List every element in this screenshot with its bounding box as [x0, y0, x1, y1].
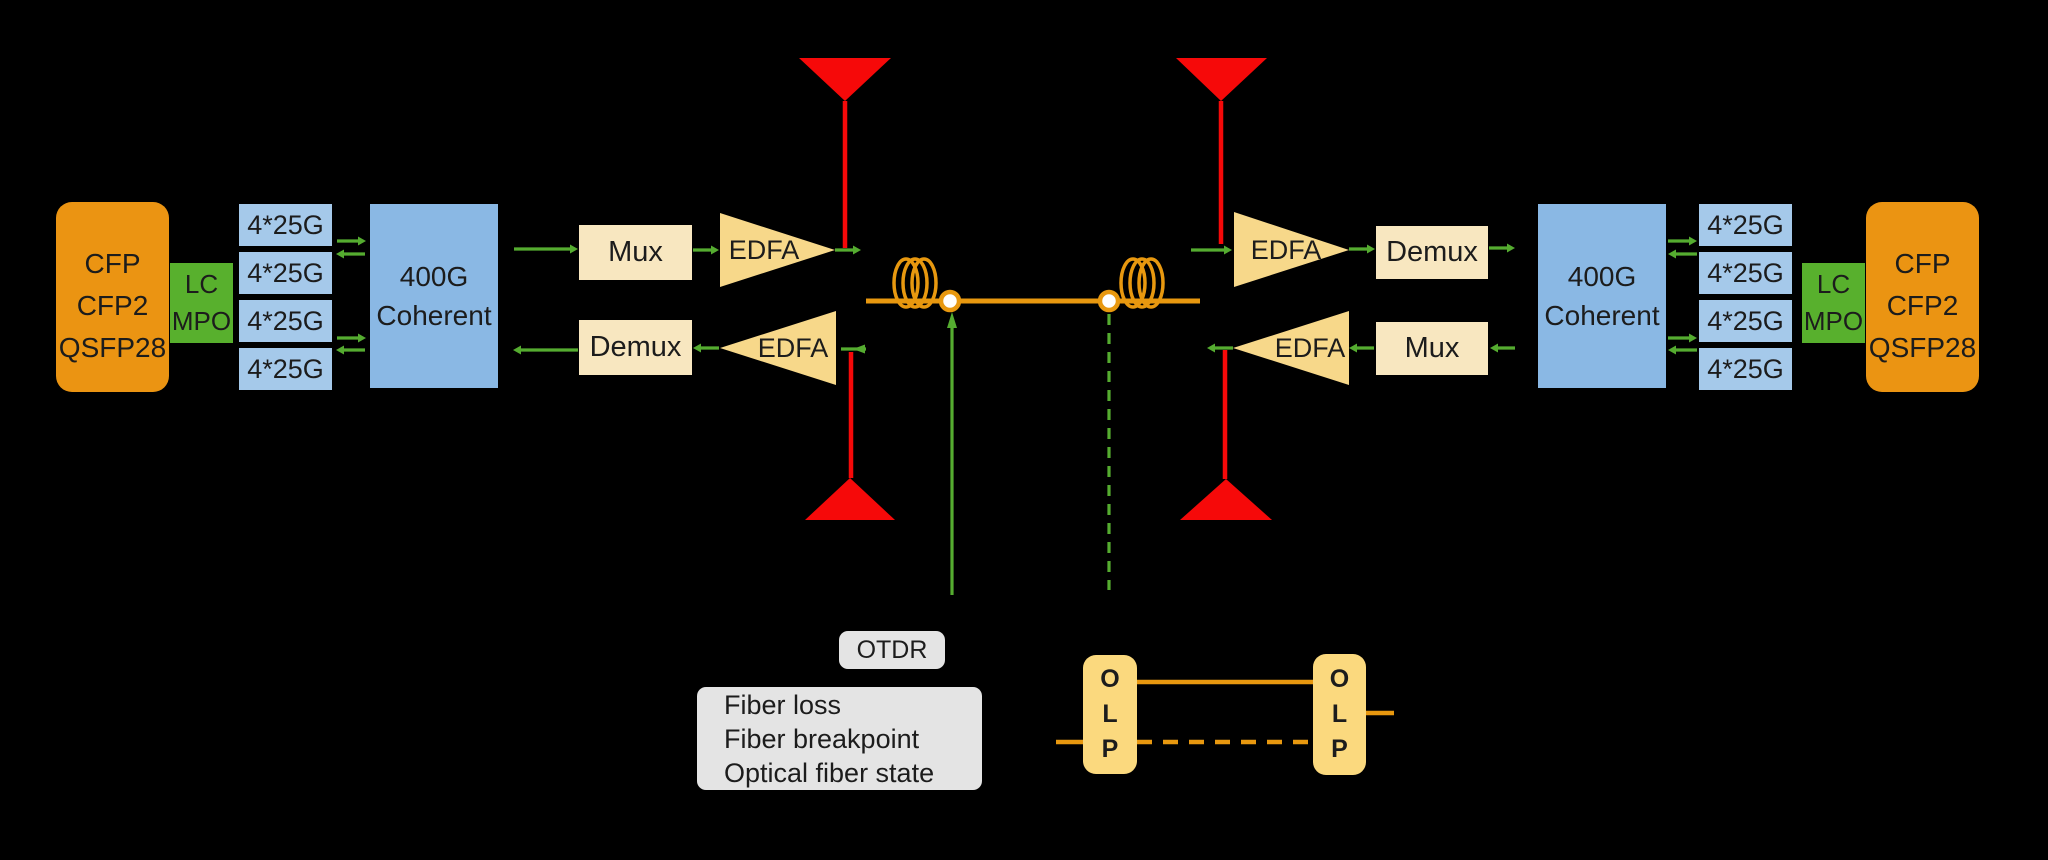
alarm-antenna-icon-top-left — [799, 58, 891, 101]
lane-block-right-3: 4*25G — [1699, 300, 1792, 342]
fiber-connector-right — [1097, 289, 1121, 313]
connector-line: LC — [184, 269, 219, 299]
coherent-line: 400G — [399, 261, 469, 292]
olp-letter: L — [1331, 700, 1348, 728]
lane-block-left-2: 4*25G — [239, 252, 332, 294]
lane-block-left-3: 4*25G — [239, 300, 332, 342]
demux-right: Demux — [1376, 226, 1488, 279]
mux-right: Mux — [1376, 322, 1488, 375]
mux-left: Mux — [579, 225, 692, 280]
alarm-antenna-icon-bottom-left — [805, 478, 895, 520]
lane-block-left-4: 4*25G — [239, 348, 332, 390]
signal-arrow — [513, 244, 866, 355]
signal-arrow — [336, 236, 366, 355]
otdr-box: OTDR — [839, 631, 945, 669]
transceiver-line: QSFP28 — [58, 332, 167, 363]
olp-letter: P — [1101, 735, 1119, 763]
olp-unit-right: O L P — [1313, 654, 1366, 775]
lc-mpo-connector-left: LC MPO — [170, 263, 233, 343]
connector-line: LC — [1816, 269, 1851, 299]
coherent-line: Coherent — [1544, 300, 1660, 331]
coherent-module-right: 400G Coherent — [1538, 204, 1666, 388]
olp-unit-left: O L P — [1083, 655, 1137, 774]
demux-left: Demux — [579, 320, 692, 375]
lane-block-left-1: 4*25G — [239, 204, 332, 246]
coherent-line: 400G — [1567, 261, 1637, 292]
connector-line: MPO — [1803, 306, 1864, 336]
fiber-coil-icon-right — [1119, 257, 1165, 309]
otdr-probe-line — [947, 312, 957, 595]
lane-block-right-4: 4*25G — [1699, 348, 1792, 390]
coherent-line: Coherent — [376, 300, 492, 331]
olp-letter: P — [1331, 735, 1348, 763]
transceiver-line: CFP — [1894, 248, 1951, 279]
otdr-info-line: Fiber breakpoint — [724, 723, 920, 754]
transceiver-module-right: CFP CFP2 QSFP28 — [1866, 202, 1979, 392]
lc-mpo-connector-right: LC MPO — [1802, 263, 1865, 343]
olp-letter: L — [1102, 700, 1118, 728]
connector-line: MPO — [171, 306, 232, 336]
otdr-info-line: Optical fiber state — [724, 757, 935, 788]
olp-letter: O — [1329, 665, 1350, 693]
olp-letter: O — [1100, 665, 1120, 693]
lane-block-right-2: 4*25G — [1699, 252, 1792, 294]
transceiver-line: QSFP28 — [1868, 332, 1977, 363]
edfa-rx-right-triangle — [1233, 311, 1349, 385]
otdr-info-line: Fiber loss — [724, 689, 842, 720]
fiber-connector-left — [938, 289, 962, 313]
edfa-rx-right-label: EDFA — [1274, 332, 1346, 363]
coherent-module-left: 400G Coherent — [370, 204, 498, 388]
signal-arrow — [1191, 243, 1515, 353]
signal-arrow — [1668, 236, 1697, 355]
transceiver-module-left: CFP CFP2 QSFP28 — [56, 202, 169, 392]
edfa-tx-right-label: EDFA — [1250, 234, 1322, 265]
edfa-tx-left-label: EDFA — [728, 234, 800, 265]
edfa-rx-left-label: EDFA — [757, 332, 829, 363]
transceiver-line: CFP2 — [76, 290, 149, 321]
edfa-rx-left-triangle — [720, 311, 836, 385]
transceiver-line: CFP — [84, 248, 141, 279]
alarm-antenna-icon-bottom-right — [1180, 479, 1272, 520]
lane-block-right-1: 4*25G — [1699, 204, 1792, 246]
alarm-antenna-icon-top-right — [1176, 58, 1267, 101]
transceiver-line: CFP2 — [1886, 290, 1959, 321]
otdr-info-box: Fiber loss Fiber breakpoint Optical fibe… — [697, 687, 982, 790]
fiber-coil-icon-left — [892, 257, 938, 309]
edfa-tx-right-triangle — [1234, 212, 1349, 287]
edfa-tx-left-triangle — [720, 213, 835, 287]
